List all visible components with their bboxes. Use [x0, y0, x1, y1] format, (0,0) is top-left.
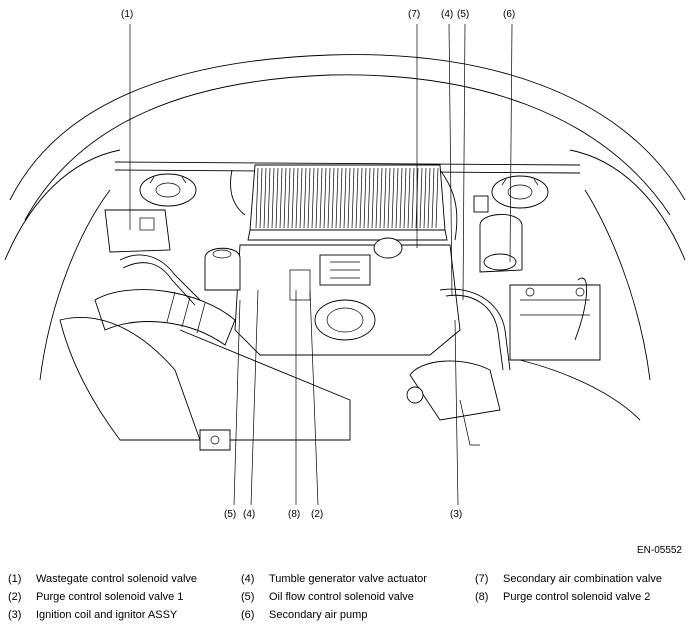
intercooler-fin — [267, 167, 271, 229]
legend-num: (6) — [241, 609, 255, 621]
legend-num: (2) — [8, 591, 22, 603]
legend-num: (7) — [475, 573, 489, 585]
callout-4-top: (4) — [441, 9, 453, 20]
legend-label: Wastegate control solenoid valve — [36, 573, 198, 585]
intercooler-fin — [299, 167, 303, 229]
left-strut-tower — [139, 173, 197, 207]
intercooler-fin — [331, 167, 335, 229]
leader-lines — [129, 23, 513, 506]
right-lower — [406, 359, 641, 446]
bottom-bracket — [199, 429, 231, 451]
intercooler-fin — [423, 167, 427, 229]
callout-5-top: (5) — [457, 9, 469, 20]
legend-label: Purge control solenoid valve 1 — [36, 591, 184, 603]
engine-center — [234, 237, 461, 356]
intercooler-fin — [375, 167, 379, 229]
intercooler-fin — [311, 167, 315, 229]
legend-label: Oil flow control solenoid valve — [269, 591, 414, 603]
intercooler-fin — [347, 167, 351, 229]
callout-1: (1) — [121, 9, 133, 20]
callout-4-bottom: (4) — [243, 509, 255, 520]
intercooler-fin — [291, 167, 295, 229]
legend-num: (5) — [241, 591, 255, 603]
intercooler-fin — [395, 167, 399, 229]
intercooler-fin — [315, 167, 319, 229]
intercooler-fin — [427, 167, 431, 229]
intercooler-fin — [391, 167, 395, 229]
callout-5-bottom: (5) — [224, 509, 236, 520]
reservoir-right — [473, 195, 523, 273]
legend-label: Tumble generator valve actuator — [269, 573, 427, 585]
intercooler-fin — [367, 167, 371, 229]
engine-bay-drawing: (1) (7) (4) (5) (6) (5) (4) (8) (2) (3) — [4, 9, 686, 520]
intercooler-fin — [287, 167, 291, 229]
intercooler-fin — [399, 167, 403, 229]
intercooler-fin — [319, 167, 323, 229]
legend-item-2: (2) Purge control solenoid valve 1 — [8, 591, 183, 607]
intercooler-fin — [275, 167, 279, 229]
intercooler-fin — [371, 167, 375, 229]
callout-2: (2) — [311, 509, 323, 520]
intercooler-fin — [259, 167, 263, 229]
intercooler-fin — [335, 167, 339, 229]
intercooler — [247, 164, 448, 241]
battery — [509, 277, 601, 361]
intercooler-fin — [431, 167, 435, 229]
legend-item-8: (8) Purge control solenoid valve 2 — [475, 591, 650, 607]
hood-frame — [4, 54, 686, 381]
intercooler-fin — [351, 167, 355, 229]
legend-item-5: (5) Oil flow control solenoid valve — [241, 591, 414, 607]
legend-label: Secondary air combination valve — [503, 573, 662, 585]
intercooler-fin — [323, 167, 327, 229]
intercooler-fin — [339, 167, 343, 229]
intercooler-fin — [419, 167, 423, 229]
intercooler-fin — [403, 167, 407, 229]
left-box — [104, 209, 171, 253]
legend-label: Secondary air pump — [269, 609, 368, 621]
legend-item-4: (4) Tumble generator valve actuator — [241, 573, 427, 589]
intercooler-fin — [255, 167, 259, 229]
legend-item-1: (1) Wastegate control solenoid valve — [8, 573, 197, 589]
hoses — [119, 169, 511, 371]
figure-code: EN-05552 — [636, 545, 682, 556]
legend-num: (1) — [8, 573, 22, 585]
intake-duct — [94, 289, 236, 346]
intercooler-fin — [379, 167, 383, 229]
intercooler-fin — [343, 167, 347, 229]
legend-item-3: (3) Ignition coil and ignitor ASSY — [8, 609, 177, 625]
intercooler-fin — [355, 167, 359, 229]
legend-label: Purge control solenoid valve 2 — [503, 591, 651, 603]
legend-item-7: (7) Secondary air combination valve — [475, 573, 662, 589]
callout-8: (8) — [288, 509, 300, 520]
legend-item-6: (6) Secondary air pump — [241, 609, 367, 625]
callout-6: (6) — [503, 9, 515, 20]
legend-num: (4) — [241, 573, 255, 585]
intercooler-fin — [303, 167, 307, 229]
right-strut-tower — [491, 175, 549, 209]
intercooler-fin — [359, 167, 363, 229]
intercooler-fin — [263, 167, 267, 229]
intercooler-fin — [279, 167, 283, 229]
legend-num: (3) — [8, 609, 22, 621]
callout-3: (3) — [450, 509, 462, 520]
intercooler-fin — [411, 167, 415, 229]
callout-7: (7) — [408, 9, 420, 20]
intercooler-fin — [327, 167, 331, 229]
intercooler-fin — [387, 167, 391, 229]
intercooler-fin — [435, 167, 439, 229]
intercooler-fin — [295, 167, 299, 229]
intercooler-fin — [383, 167, 387, 229]
intercooler-fin — [363, 167, 367, 229]
reservoir-left — [204, 247, 241, 291]
legend-label: Ignition coil and ignitor ASSY — [36, 609, 178, 621]
legend-num: (8) — [475, 591, 489, 603]
intercooler-fin — [307, 167, 311, 229]
intercooler-fin — [283, 167, 287, 229]
intercooler-fin — [407, 167, 411, 229]
intercooler-fin — [271, 167, 275, 229]
